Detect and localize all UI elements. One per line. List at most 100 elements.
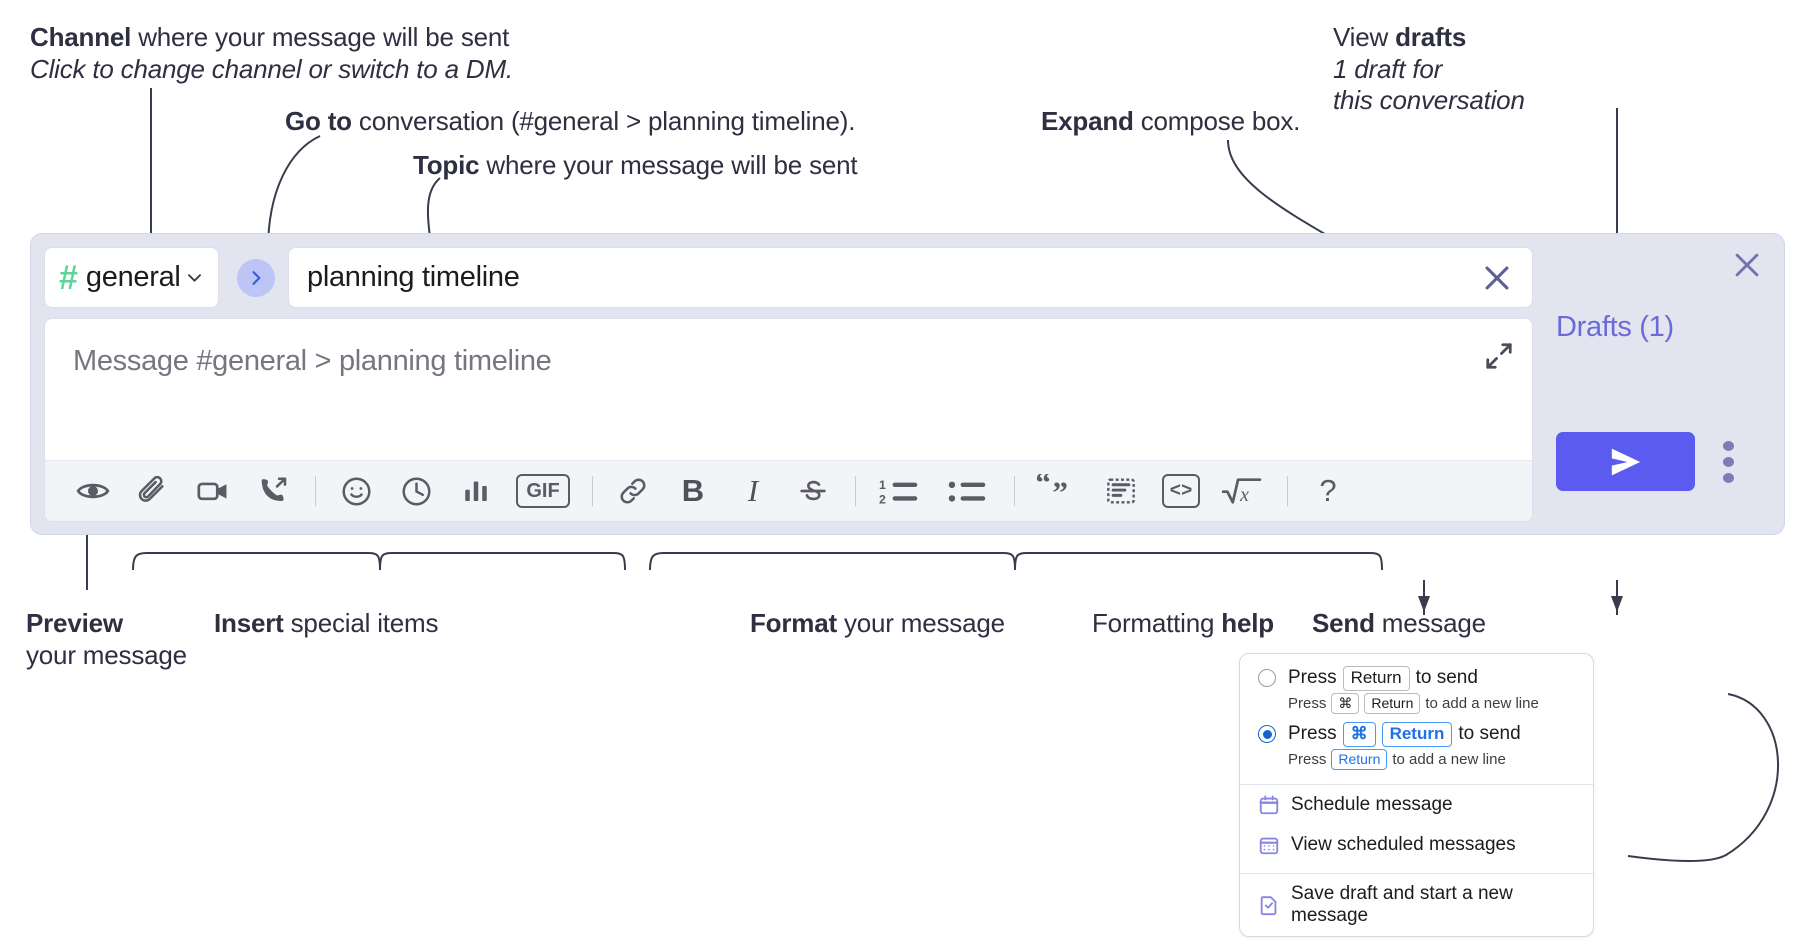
emoji-icon[interactable]	[334, 469, 378, 513]
italic-label: I	[747, 473, 759, 508]
annotation-insert-bold: Insert	[214, 608, 284, 638]
annotation-insert-rest: special items	[283, 608, 439, 638]
annotation-preview: Preview your message	[26, 608, 187, 671]
compose-box: # general planning timeline Message #gen…	[30, 233, 1785, 535]
menu-divider	[1240, 872, 1593, 874]
close-icon[interactable]	[1480, 261, 1514, 295]
clock-icon[interactable]	[394, 469, 438, 513]
send-button[interactable]	[1556, 432, 1695, 491]
video-icon[interactable]	[191, 469, 235, 513]
svg-text:2: 2	[879, 492, 886, 506]
strikethrough-icon[interactable]	[791, 469, 835, 513]
annotation-format-rest: your message	[836, 608, 1005, 638]
press-label: Press	[1288, 723, 1337, 745]
blockquote-icon[interactable]: “ ”	[1033, 469, 1083, 513]
calendar-grid-icon	[1258, 834, 1280, 856]
chevron-down-icon	[185, 268, 204, 287]
annotation-topic-bold: Topic	[413, 150, 480, 180]
press-label: Press	[1288, 667, 1337, 689]
channel-selector[interactable]: # general	[44, 247, 219, 308]
send-option-cmd-return[interactable]: Press ⌘ Return to send	[1240, 720, 1593, 747]
toolbar-divider	[855, 476, 856, 506]
link-icon[interactable]	[611, 469, 655, 513]
audio-clip-icon[interactable]	[251, 469, 295, 513]
annotation-drafts-normal: View	[1333, 22, 1396, 52]
bold-label: B	[681, 473, 705, 508]
annotation-drafts-bold: drafts	[1395, 22, 1467, 52]
annotation-topic-rest: where your message will be sent	[479, 150, 858, 180]
press-label: Press	[1288, 694, 1327, 712]
latex-icon[interactable]: x	[1219, 469, 1267, 513]
send-option-return[interactable]: Press Return to send	[1240, 664, 1593, 691]
annotation-format-bold: Format	[750, 608, 837, 638]
menu-item-schedule-message[interactable]: Schedule message	[1240, 785, 1593, 825]
poll-icon[interactable]	[454, 469, 498, 513]
toolbar-divider	[315, 476, 316, 506]
newline-label: to add a new line	[1392, 750, 1506, 768]
formatting-toolbar: GIF B I	[45, 460, 1532, 521]
code-block-icon[interactable]	[1099, 469, 1143, 513]
toolbar-divider	[1014, 476, 1015, 506]
compose-options-menu-button[interactable]	[1717, 438, 1739, 486]
return-key: Return	[1364, 692, 1421, 714]
annotation-expand-rest: compose box.	[1133, 106, 1301, 136]
topic-input[interactable]: planning timeline	[288, 247, 1533, 308]
svg-text:”: ”	[1052, 474, 1068, 508]
annotation-goto: Go to conversation (#general > planning …	[285, 106, 855, 138]
send-option-cmd-return-label: Press ⌘ Return to send	[1288, 721, 1521, 747]
send-paper-plane-icon	[1611, 448, 1640, 475]
command-key: ⌘	[1331, 692, 1360, 714]
annotation-drafts: View drafts 1 draft for this conversatio…	[1333, 22, 1525, 117]
to-send-label: to send	[1415, 667, 1478, 689]
save-draft-icon	[1258, 894, 1280, 916]
radio-selected[interactable]	[1258, 725, 1276, 744]
menu-item-save-draft[interactable]: Save draft and start a new message	[1240, 874, 1593, 936]
svg-text:1: 1	[879, 478, 886, 492]
code-icon[interactable]: <>	[1159, 469, 1203, 513]
panel-close-icon[interactable]	[1730, 248, 1764, 282]
return-key: Return	[1331, 748, 1388, 770]
compose-top-row: # general planning timeline	[44, 247, 1533, 309]
gif-label: GIF	[516, 474, 570, 508]
annotation-insert: Insert special items	[214, 608, 439, 640]
message-input-area[interactable]: Message #general > planning timeline	[44, 318, 1533, 522]
dot	[1722, 473, 1734, 483]
menu-item-label: View scheduled messages	[1291, 833, 1516, 855]
annotation-format: Format your message	[750, 608, 1005, 640]
radio-unselected[interactable]	[1258, 669, 1276, 688]
bold-icon[interactable]: B	[671, 469, 715, 513]
newline-label: to add a new line	[1425, 694, 1539, 712]
hash-icon: #	[59, 258, 78, 297]
annotation-send: Send message	[1312, 608, 1486, 640]
preview-icon[interactable]	[71, 469, 115, 513]
code-label: <>	[1162, 474, 1200, 508]
ordered-list-icon[interactable]: 1 2	[874, 469, 926, 513]
annotation-preview-line2: your message	[26, 639, 187, 670]
annotation-preview-bold: Preview	[26, 608, 123, 638]
expand-icon[interactable]	[1484, 341, 1514, 371]
annotation-expand-bold: Expand	[1041, 106, 1134, 136]
annotation-help-bold: help	[1221, 608, 1274, 638]
toolbar-divider	[592, 476, 593, 506]
italic-icon[interactable]: I	[731, 469, 775, 513]
gif-icon[interactable]: GIF	[514, 469, 572, 513]
toolbar-divider	[1287, 476, 1288, 506]
annotation-channel-bold: Channel	[30, 22, 132, 52]
annotation-drafts-italic1: 1 draft for	[1333, 53, 1443, 84]
menu-item-view-scheduled[interactable]: View scheduled messages	[1240, 825, 1593, 865]
drafts-link[interactable]: Drafts (1)	[1556, 311, 1674, 343]
bulleted-list-icon[interactable]	[942, 469, 994, 513]
topic-value: planning timeline	[307, 261, 520, 293]
goto-conversation-button[interactable]	[237, 259, 275, 297]
attachment-icon[interactable]	[131, 469, 175, 513]
menu-item-label: Schedule message	[1291, 793, 1453, 815]
command-key: ⌘	[1342, 721, 1376, 747]
return-key: Return	[1342, 666, 1410, 691]
annotation-goto-rest: conversation (#general > planning timeli…	[351, 106, 856, 136]
svg-text:x: x	[1239, 484, 1249, 506]
menu-item-label: Save draft and start a new message	[1291, 882, 1513, 926]
compose-right-panel: Drafts (1)	[1534, 234, 1784, 534]
annotation-help-normal: Formatting	[1092, 608, 1222, 638]
help-icon[interactable]: ?	[1306, 469, 1350, 513]
annotation-channel-italic: Click to change channel or switch to a D…	[30, 53, 513, 84]
